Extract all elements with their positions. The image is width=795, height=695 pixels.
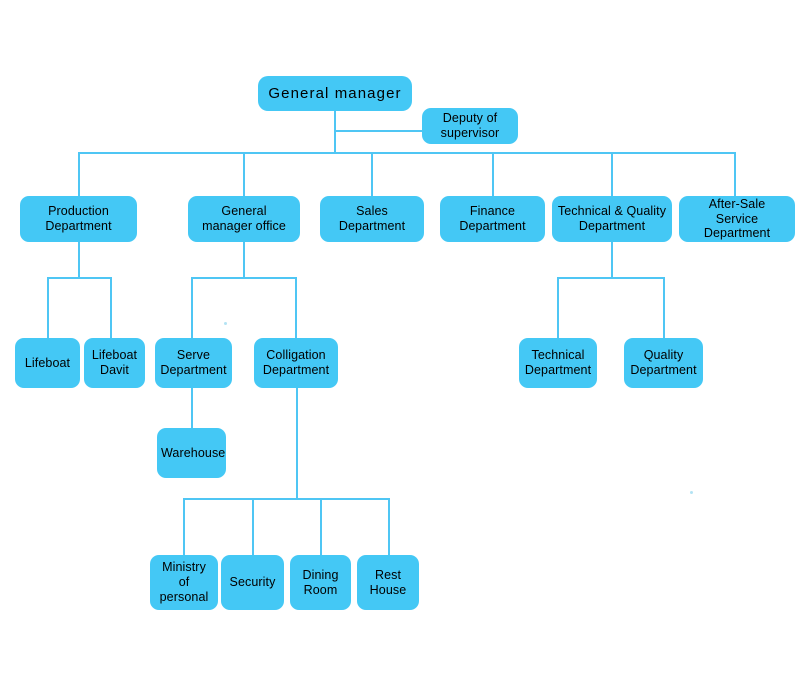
node-sales-department[interactable]: Sales Department (320, 196, 424, 242)
node-deputy-of-supervisor-label: Deputy of supervisor (440, 111, 500, 140)
connector-production-bus (47, 277, 112, 279)
connector-drop-security (252, 498, 254, 556)
node-sales-department-label: Sales Department (338, 204, 406, 233)
node-lifeboat-label: Lifeboat (24, 355, 71, 370)
node-technical-department[interactable]: Technical Department (519, 338, 597, 388)
connector-colligation-trunk (296, 388, 298, 500)
connector-gm-trunk (334, 110, 336, 154)
connector-drop-sales (371, 152, 373, 196)
node-dining-room[interactable]: Dining Room (290, 555, 351, 610)
connector-production-trunk (78, 242, 80, 279)
node-lifeboat-davit[interactable]: Lifeboat Davit (84, 338, 145, 388)
node-rest-house[interactable]: Rest House (357, 555, 419, 610)
node-colligation-department-label: Colligation Department (262, 348, 330, 377)
node-serve-department-label: Serve Department (160, 348, 227, 377)
connector-gm-office-trunk (243, 242, 245, 279)
connector-drop-gm-office (243, 152, 245, 196)
node-security-label: Security (229, 575, 276, 590)
node-ministry-of-personal[interactable]: Ministry of personal (150, 555, 218, 610)
node-quality-department[interactable]: Quality Department (624, 338, 703, 388)
node-technical-department-label: Technical Department (524, 348, 592, 377)
node-production-department-label: Production Department (45, 204, 112, 233)
connector-drop-technical-quality (611, 152, 613, 196)
connector-gm-office-bus (191, 277, 297, 279)
connector-drop-after-sale (734, 152, 736, 196)
node-colligation-department[interactable]: Colligation Department (254, 338, 338, 388)
connector-technical-quality-bus (557, 277, 664, 279)
connector-serve-to-warehouse (191, 388, 193, 430)
connector-drop-technical (557, 277, 559, 339)
node-technical-quality-department[interactable]: Technical & Quality Department (552, 196, 672, 242)
node-rest-house-label: Rest House (369, 567, 407, 597)
connector-drop-rest-house (388, 498, 390, 556)
connector-drop-dining (320, 498, 322, 556)
node-production-department[interactable]: Production Department (20, 196, 137, 242)
node-finance-department-label: Finance Department (459, 204, 526, 233)
artifact-speck-a (224, 322, 227, 325)
node-quality-department-label: Quality Department (630, 348, 697, 377)
node-after-sale-service-department[interactable]: After-Sale Service Department (679, 196, 795, 242)
node-dining-room-label: Dining Room (302, 567, 339, 597)
node-warehouse-label: Warehouse (161, 445, 226, 460)
node-technical-quality-department-label: Technical & Quality Department (557, 204, 667, 233)
connector-drop-finance (492, 152, 494, 196)
node-ministry-of-personal-label: Ministry of personal (159, 560, 209, 604)
node-warehouse[interactable]: Warehouse (157, 428, 226, 478)
node-general-manager[interactable]: General manager (258, 76, 412, 111)
node-finance-department[interactable]: Finance Department (440, 196, 545, 242)
node-deputy-of-supervisor[interactable]: Deputy of supervisor (422, 108, 518, 144)
node-security[interactable]: Security (221, 555, 284, 610)
node-general-manager-label: General manager (268, 84, 402, 102)
connector-drop-production (78, 152, 80, 196)
node-after-sale-service-department-label: After-Sale Service Department (703, 196, 771, 241)
connector-drop-ministry (183, 498, 185, 556)
node-general-manager-office-label: General manager office (202, 204, 286, 233)
connector-bottom-bus (183, 498, 390, 500)
artifact-speck-b (690, 491, 693, 494)
connector-drop-quality (663, 277, 665, 339)
connector-gm-to-deputy (334, 130, 424, 132)
connector-drop-serve (191, 277, 193, 339)
connector-drop-colligation (295, 277, 297, 339)
connector-drop-lifeboat (47, 277, 49, 339)
node-general-manager-office[interactable]: General manager office (188, 196, 300, 242)
connector-drop-lifeboat-davit (110, 277, 112, 339)
node-lifeboat[interactable]: Lifeboat (15, 338, 80, 388)
connector-technical-quality-trunk (611, 242, 613, 279)
connector-main-bus (78, 152, 736, 154)
node-lifeboat-davit-label: Lifeboat Davit (91, 348, 138, 377)
node-serve-department[interactable]: Serve Department (155, 338, 232, 388)
